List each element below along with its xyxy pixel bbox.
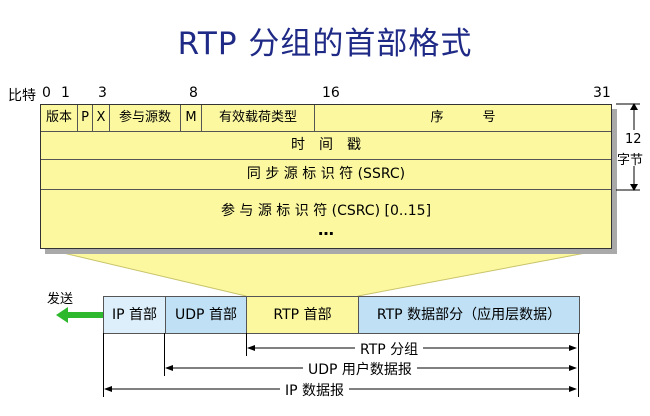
bit-prefix-label: 比特 [8,88,36,104]
ssrc-field: 同 步 源 标 识 符 (SSRC) [246,166,406,182]
bit-16-label: 16 [322,85,340,101]
projection-right-edge [357,247,613,297]
timestamp-field: 时 间 戳 [291,137,361,153]
send-arrow-icon [56,307,104,323]
csrc-count-field: 参与源数 [110,105,181,131]
bytes-unit-label: 字节 [617,153,644,168]
extension-field: X [93,105,110,131]
marker-field: M [181,105,202,131]
send-label: 发送 [47,292,74,307]
rtp-left-tick [246,333,247,356]
rtp-header-block: RTP 首部 [246,296,359,334]
ip-datagram-span-label: IP 数据报 [280,380,350,400]
projection-left-edge [41,247,247,297]
csrc-field: 参 与 源 标 识 符 (CSRC) [0..15] [220,203,432,219]
header-row-2: 时 间 戳 [41,132,611,160]
bytes-brace [616,103,640,191]
ip-left-tick [103,333,104,397]
bit-3-label: 3 [98,85,107,101]
udp-header-block: UDP 首部 [165,296,247,334]
bit-8-label: 8 [189,85,198,101]
header-row-3: 同 步 源 标 识 符 (SSRC) [41,160,611,190]
projection-trapezoid [42,248,612,296]
rtp-data-block: RTP 数据部分（应用层数据） [358,296,580,334]
udp-datagram-span-label: UDP 用户数据报 [303,359,417,379]
version-field: 版本 [41,105,78,131]
bit-31-label: 31 [593,85,611,101]
bytes-count-label: 12 [625,132,642,147]
csrc-ellipsis: … [318,220,334,239]
header-row-1: 版本 P X 参与源数 M 有效载荷类型 序 号 [41,105,611,132]
diagram-title: RTP 分组的首部格式 [177,26,473,62]
sequence-number-field: 序 号 [430,110,496,125]
bit-1-label: 1 [61,85,70,101]
bit-0-label: 0 [42,85,51,101]
rtp-packet-span-label: RTP 分组 [355,339,424,359]
udp-left-tick [164,333,165,376]
right-tick [578,333,579,397]
padding-field: P [78,105,93,131]
payload-type-field: 有效载荷类型 [202,105,315,131]
rtp-header-box: 版本 P X 参与源数 M 有效载荷类型 序 号 时 间 戳 同 步 源 标 识… [40,104,612,249]
